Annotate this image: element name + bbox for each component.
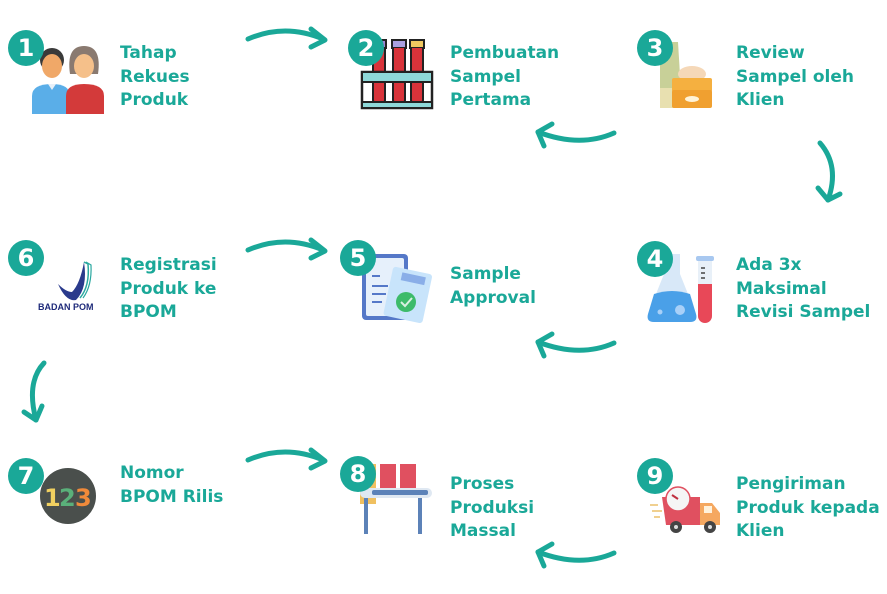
arrow-right-7-to-8	[245, 447, 328, 471]
step-label: Review Sampel oleh Klien	[736, 42, 854, 113]
step-number-badge: 6	[8, 240, 44, 276]
label-line: Produksi	[450, 497, 535, 518]
step-label: Sample Approval	[450, 263, 536, 310]
step-label: Ada 3x Maksimal Revisi Sampel	[736, 254, 870, 325]
delivery-truck-icon	[650, 486, 720, 533]
label-line: BPOM Rilis	[120, 486, 224, 507]
label-line: Sampel oleh	[736, 66, 855, 87]
step-number-badge: 3	[637, 30, 673, 66]
logo-text: BADAN POM	[38, 302, 94, 312]
cosmetic-sample-icon	[660, 42, 712, 108]
approval-document-icon	[362, 254, 432, 324]
label-line: Approval	[450, 287, 536, 308]
label-line: Nomor	[120, 463, 184, 483]
label-line: Pembuatan	[450, 43, 560, 63]
step-label: Pembuatan Sampel Pertama	[450, 42, 559, 113]
couple-icon	[32, 46, 104, 114]
label-line: Produk kepada	[736, 497, 880, 518]
lab-flask-icon	[647, 254, 714, 323]
badan-pom-logo-icon: BADAN POM	[38, 261, 94, 312]
arrow-right-1-to-2	[245, 26, 328, 50]
label-line: Klien	[736, 90, 785, 110]
arrow-left-4-to-5	[535, 331, 617, 359]
step-number-badge: 7	[8, 458, 44, 494]
label-line: Rekues	[120, 66, 190, 87]
step-label: Registrasi Produk ke BPOM	[120, 254, 217, 325]
step-number-badge: 1	[8, 30, 44, 66]
step-label: Proses Produksi Massal	[450, 473, 534, 544]
label-line: BPOM	[120, 302, 177, 322]
label-line: Pengiriman	[736, 474, 846, 494]
digit-1: 1	[44, 484, 61, 512]
label-line: Review	[736, 43, 805, 63]
step-number-badge: 9	[637, 458, 673, 494]
step-label: Tahap Rekues Produk	[120, 42, 190, 113]
arrow-left-3-to-2	[535, 121, 617, 149]
step-label: Nomor BPOM Rilis	[120, 462, 223, 509]
label-line: Ada 3x	[736, 255, 802, 275]
step-number-badge: 5	[340, 240, 376, 276]
step-label: Pengiriman Produk kepada Klien	[736, 473, 880, 544]
step-number-badge: 8	[340, 456, 376, 492]
label-line: Klien	[736, 521, 785, 541]
label-line: Sample	[450, 264, 521, 284]
label-line: Produk ke	[120, 278, 217, 299]
arrow-left-9-to-8	[535, 541, 617, 569]
test-tubes-icon	[360, 39, 434, 110]
label-line: Sampel	[450, 66, 521, 87]
arrow-right-6-to-5	[245, 237, 328, 261]
step-number-badge: 4	[637, 241, 673, 277]
arrow-down-3-to-4	[815, 140, 843, 203]
numbers-123-icon: 1 2 3	[40, 468, 96, 524]
label-line: Produk	[120, 90, 189, 110]
digit-3: 3	[75, 484, 92, 512]
label-line: Proses	[450, 474, 515, 494]
step-number-badge: 2	[348, 30, 384, 66]
label-line: Pertama	[450, 90, 532, 110]
digit-2: 2	[59, 484, 76, 512]
label-line: Registrasi	[120, 255, 217, 275]
conveyor-production-icon	[360, 464, 432, 534]
arrow-down-6-to-7	[21, 360, 47, 423]
label-line: Revisi Sampel	[736, 302, 871, 322]
label-line: Tahap	[120, 43, 177, 63]
label-line: Maksimal	[736, 278, 827, 299]
label-line: Massal	[450, 521, 516, 541]
